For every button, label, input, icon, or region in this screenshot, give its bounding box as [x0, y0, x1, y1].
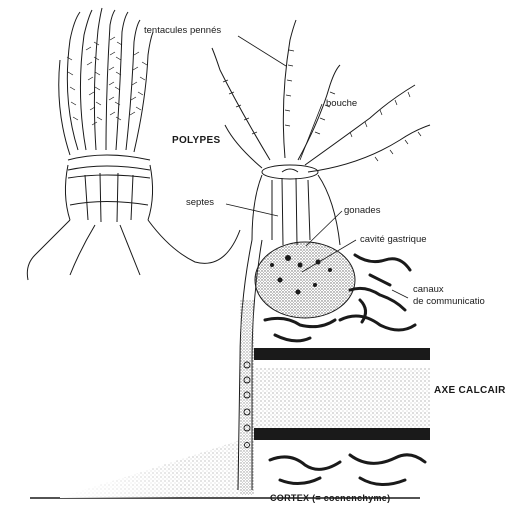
gastric-cavity: [255, 242, 355, 318]
label-axe: AXE CALCAIR: [434, 386, 506, 396]
label-canaux-2: de communicatio: [413, 297, 485, 307]
lower-canals: [270, 455, 425, 485]
label-bouche: bouche: [326, 99, 357, 109]
label-polypes: POLYPES: [172, 136, 220, 146]
label-canaux-1: canaux: [413, 285, 444, 295]
label-cortex: CORTEX (= coenenchyme): [270, 494, 390, 503]
label-cavite: cavité gastrique: [360, 235, 427, 245]
stalk-cortex: [240, 300, 254, 495]
label-septes: septes: [186, 198, 214, 208]
calcareous-axis: [254, 348, 430, 440]
label-gonades: gonades: [344, 206, 380, 216]
label-tentacules: tentacules pennés: [144, 26, 221, 36]
